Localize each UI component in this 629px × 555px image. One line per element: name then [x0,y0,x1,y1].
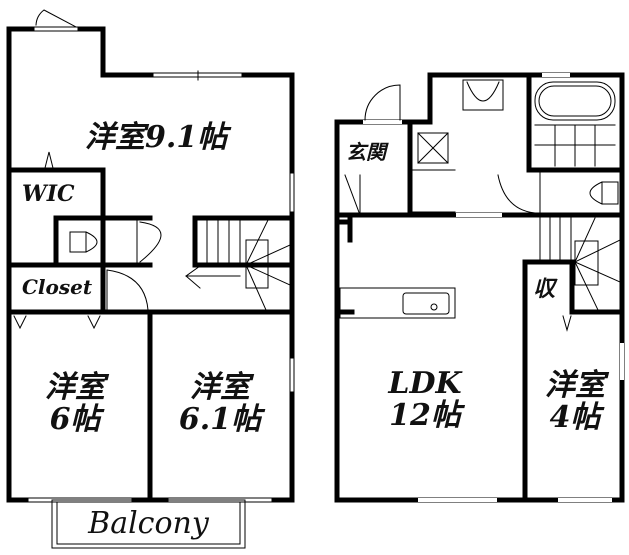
room-label-line: LDK [388,366,462,401]
room-label-line: 4帖 [549,399,601,435]
room-label-ldk: LDK 12帖 [370,368,480,431]
lower-floor-walls [334,72,625,503]
room-label-line: 12帖 [389,397,461,433]
room-label-balcony: Balcony [88,506,209,541]
room-label-line: 6帖 [49,401,101,437]
room-label-line: 6.1帖 [178,401,262,437]
room-label-western-6-1: 洋室 6.1帖 [170,372,270,435]
room-label-line: 洋室 [45,370,105,405]
room-label-storage: 収 [533,276,556,302]
room-label-western-9-1: 洋室9.1帖 [85,120,228,155]
bath-floor-grid [534,124,616,167]
room-label-western-6: 洋室 6帖 [30,372,120,435]
lower-stairs [539,217,621,311]
room-label-line: 洋室 [545,368,605,403]
room-label-closet: Closet [22,275,93,299]
upper-stairs [185,219,291,311]
room-label-western-4: 洋室 4帖 [530,370,620,433]
upper-floor-walls [6,26,295,503]
room-label-entrance: 玄関 [346,140,386,164]
sink-icon [402,292,450,315]
room-label-wic: WIC [22,181,75,207]
room-label-line: 洋室 [190,370,250,405]
